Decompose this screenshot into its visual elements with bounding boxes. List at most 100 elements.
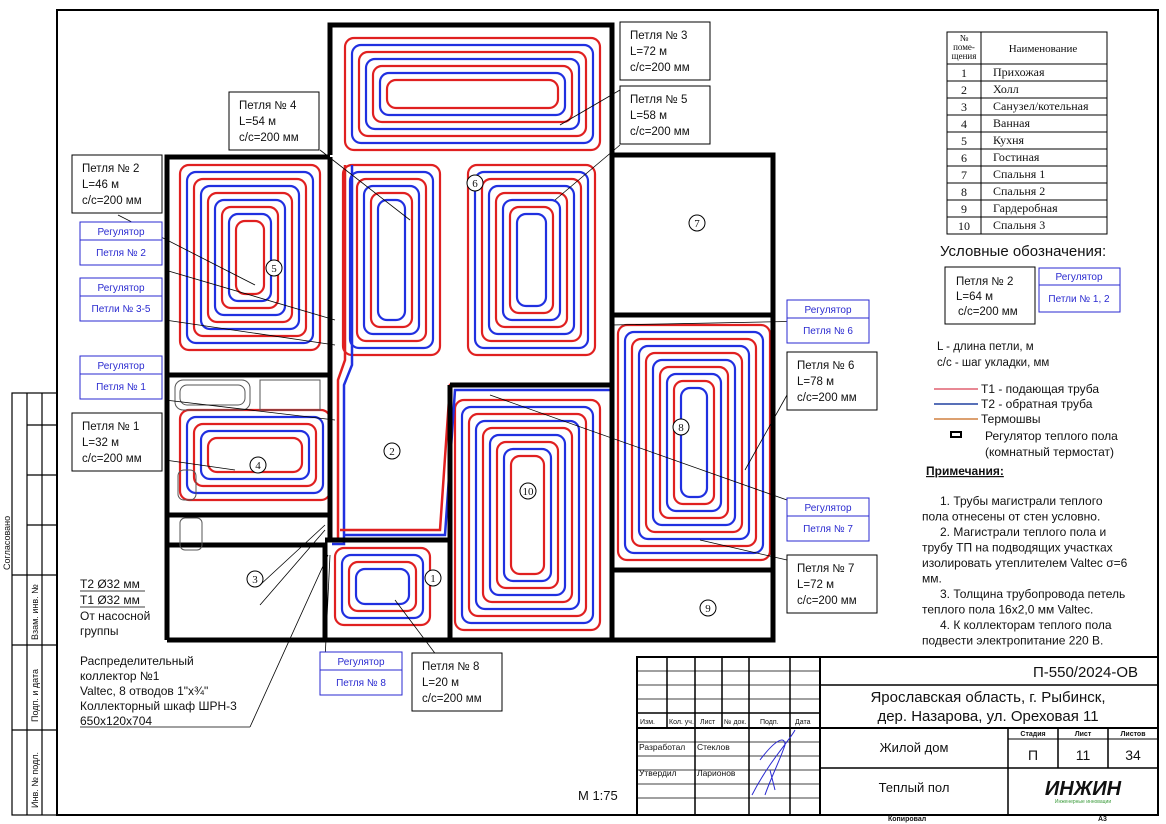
supply-pipe [347,560,418,613]
room-marker-circle [688,214,706,232]
room-number: 7 [961,168,967,182]
address-line-2: дер. Назарова, ул. Ореховая 11 [877,708,1098,725]
room-marker-number: 7 [694,218,700,230]
room-marker-circle [699,599,717,617]
table-row: 4 Ванная [961,116,1031,131]
regulator-label: Петля № 6 [803,326,853,337]
supply-pipe [178,163,322,352]
loop-coils [341,163,442,357]
heating-loops [178,36,772,632]
legend-regulator-title: Регулятор [1055,272,1102,283]
supply-pipe [480,177,583,343]
regulator-title: Регулятор [97,361,144,372]
room-marker-9: 9 [699,599,717,617]
side-stamp [11,392,58,816]
room-name: Холл [993,82,1019,96]
collector-line: 650x120x704 [80,714,152,728]
return-pipe [376,198,407,322]
room-marker-number: 6 [472,178,478,190]
return-main [332,165,354,546]
room-marker-circle [246,570,264,588]
building-walls [164,22,776,643]
return-pipe [474,419,581,611]
room-name: Спальня 3 [993,218,1045,232]
room-number: 5 [961,134,967,148]
collector-line: Распределительный [80,654,194,668]
col-header: Кол. уч. [669,719,694,726]
t2-label: Т2 Ø32 мм [80,577,140,591]
supply-pipe [508,205,555,315]
loop-label-line: Петля № 6 [797,360,854,372]
loop-label-line: c/c=200 мм [422,693,482,705]
regulator-label: Петля № 7 [803,524,853,535]
room-name: Ванная [993,116,1031,130]
return-pipe [199,429,311,481]
room-name: Прихожая [993,65,1045,79]
table-row: 1 Прихожая [961,65,1045,80]
note-line: теплого пола 16х2,0 мм Valtec. [922,603,1093,617]
note-line: изолировать утеплителем Valtec σ=6 [922,556,1128,570]
return-pipe [227,212,273,303]
return-pipe [348,170,435,350]
return-pipe [515,212,548,308]
return-pipe [213,198,287,317]
supply-pipe [192,422,318,488]
format-label: А3 [1098,816,1107,823]
return-pipe [340,553,425,620]
loop-label-line: c/c=200 мм [82,453,142,465]
side-stamp-replace: Взам. инв. № [30,584,40,640]
room-marker-circle [265,259,283,277]
return-pipe [378,71,567,117]
regulator-title: Регулятор [804,503,851,514]
regulator-title: Регулятор [337,657,384,668]
regulator-label: Петли № 3-5 [92,304,151,315]
col-header: Подп. [760,719,779,726]
room-marker-circle [424,569,442,587]
room-marker-number: 4 [255,460,261,472]
loop-label-line: Петля № 1 [82,421,139,433]
regulator-symbol-icon [950,431,962,438]
return-pipe [185,170,315,345]
supply-pipe [192,177,308,338]
bathtub [174,379,321,551]
room-marker-number: 10 [523,486,535,498]
company-logo-sub: Инженерные инновации [1055,799,1111,805]
room-number: 3 [961,100,967,114]
supply-pipe [494,191,569,329]
collector-line: Valtec, 8 отводов 1"x¾" [80,684,208,698]
supply-pipe [234,219,266,296]
room-marker-circle [383,442,401,460]
note-line: 1. Трубы магистрали теплого [940,494,1103,508]
stage-value: П [1028,747,1038,763]
company-logo: ИНЖИН [1045,778,1122,800]
return-pipe [473,170,590,350]
loop-label-line: c/c=200 мм [82,195,142,207]
return-pipe [460,405,595,625]
room-number: 6 [961,151,967,165]
room-number: 4 [961,117,967,131]
loop-label-line: c/c=200 мм [630,126,690,138]
room-name: Гардеробная [993,201,1058,215]
sheets-header: Листов [1120,731,1146,738]
developed-name: Стеклов [697,742,730,752]
supply-pipe [355,177,428,343]
supply-pipe [343,36,602,152]
room-marker-7: 7 [688,214,706,232]
room-number: 1 [961,66,967,80]
developed-label: Разработал [639,742,685,752]
loop-label-line: L=72 м [797,579,834,591]
return-pipe [185,415,325,495]
table-header-num: № [960,33,969,43]
room-marker-number: 9 [705,603,711,615]
loop-label-line: c/c=200 мм [239,132,299,144]
return-pipe [488,433,567,597]
note-line: подвести электропитание 220 В. [922,634,1103,648]
